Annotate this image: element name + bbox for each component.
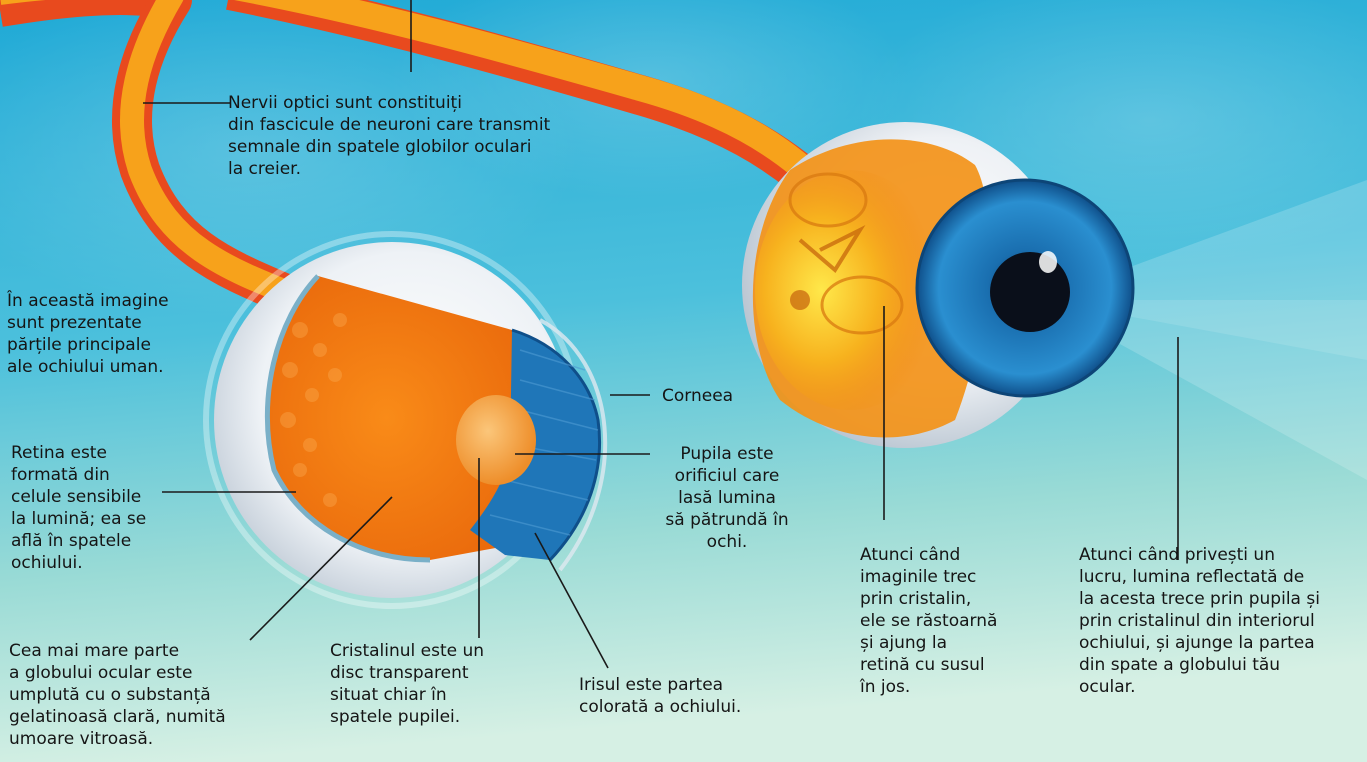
label-vitreous: Cea mai mare parte a globului ocular est… xyxy=(9,640,226,750)
label-pupil: Pupila este orificiul care lasă lumina s… xyxy=(662,443,792,553)
lens xyxy=(456,395,536,485)
label-lens: Cristalinul este un disc transparent sit… xyxy=(330,640,484,728)
label-retina: Retina este formată din celule sensibile… xyxy=(11,442,146,574)
pupil xyxy=(990,252,1070,332)
label-cornea: Corneea xyxy=(662,385,733,407)
label-iris: Irisul este partea colorată a ochiului. xyxy=(579,674,741,718)
label-light-path: Atunci când privești un lucru, lumina re… xyxy=(1079,544,1364,698)
eye-highlight xyxy=(1039,251,1057,273)
label-inversion: Atunci când imaginile trec prin cristali… xyxy=(860,544,997,698)
label-intro: În această imagine sunt prezentate părți… xyxy=(7,290,169,378)
label-optic-nerves: Nervii optici sunt constituiți din fasci… xyxy=(228,92,550,180)
